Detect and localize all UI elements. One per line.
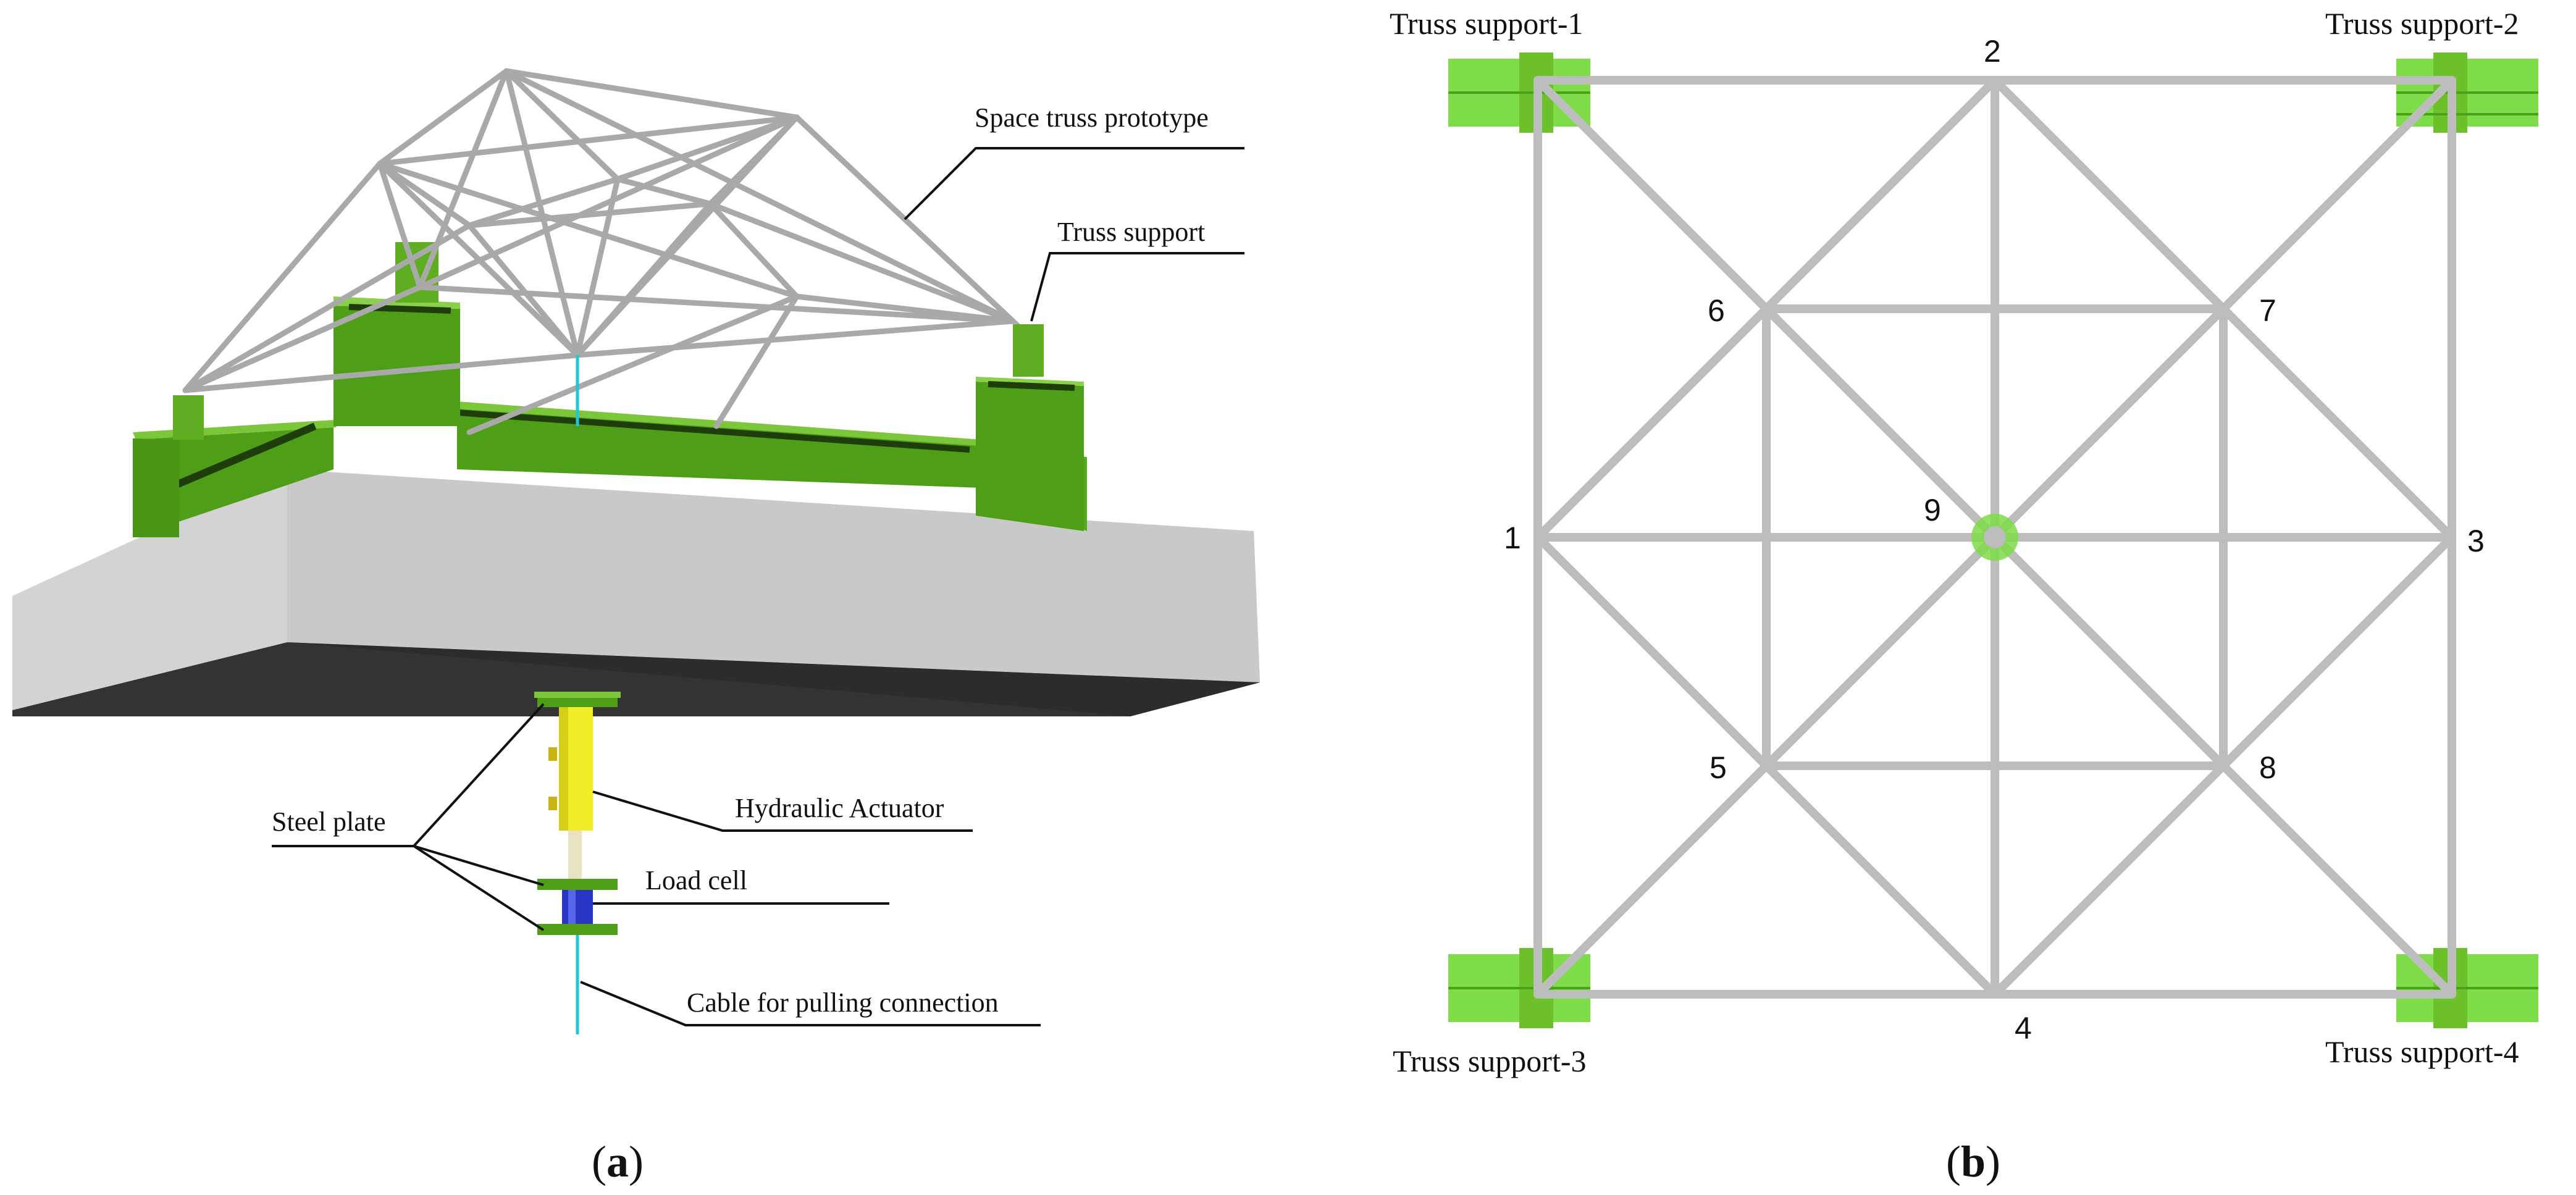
label-steel-plate: Steel plate: [272, 807, 386, 837]
actuator-assembly: [534, 692, 621, 1034]
figure-b: 1 2 3 4 5 6 7 9 8 Truss support-1 Truss …: [1390, 6, 2538, 1186]
label-truss-support: Truss support: [1057, 217, 1205, 247]
leader-lines-a: [272, 147, 1244, 1026]
node-1: 1: [1504, 521, 1521, 555]
label-space-truss-prototype: Space truss prototype: [975, 103, 1209, 133]
node-6: 6: [1708, 293, 1725, 328]
label-load-cell: Load cell: [645, 865, 747, 895]
support-column-front-left: [334, 242, 460, 426]
label-truss-support-3: Truss support-3: [1393, 1044, 1587, 1078]
label-truss-support-4: Truss support-4: [2325, 1034, 2519, 1069]
space-truss-3d: [182, 68, 1021, 435]
node-5: 5: [1710, 750, 1727, 785]
truss-support-2: [2396, 52, 2538, 133]
caption-a: (a): [592, 1137, 644, 1186]
node-8: 8: [2259, 750, 2276, 785]
concrete-base: [12, 469, 1260, 716]
node-9: 9: [1924, 493, 1941, 527]
caption-b: (b): [1946, 1137, 2000, 1186]
support-column-left: [133, 395, 204, 537]
support-column-front-right: [976, 324, 1084, 531]
label-truss-support-2: Truss support-2: [2325, 6, 2519, 41]
label-hydraulic-actuator: Hydraulic Actuator: [735, 793, 944, 823]
center-node-9: [1971, 514, 2018, 561]
label-cable: Cable for pulling connection: [687, 987, 999, 1018]
node-4: 4: [2015, 1011, 2032, 1046]
node-3: 3: [2467, 524, 2485, 558]
node-2: 2: [1984, 34, 2001, 69]
figure-a: Space truss prototype Truss support Stee…: [12, 68, 1260, 1186]
truss-support-1: [1448, 52, 1590, 133]
node-7: 7: [2259, 293, 2276, 328]
label-truss-support-1: Truss support-1: [1390, 6, 1584, 41]
